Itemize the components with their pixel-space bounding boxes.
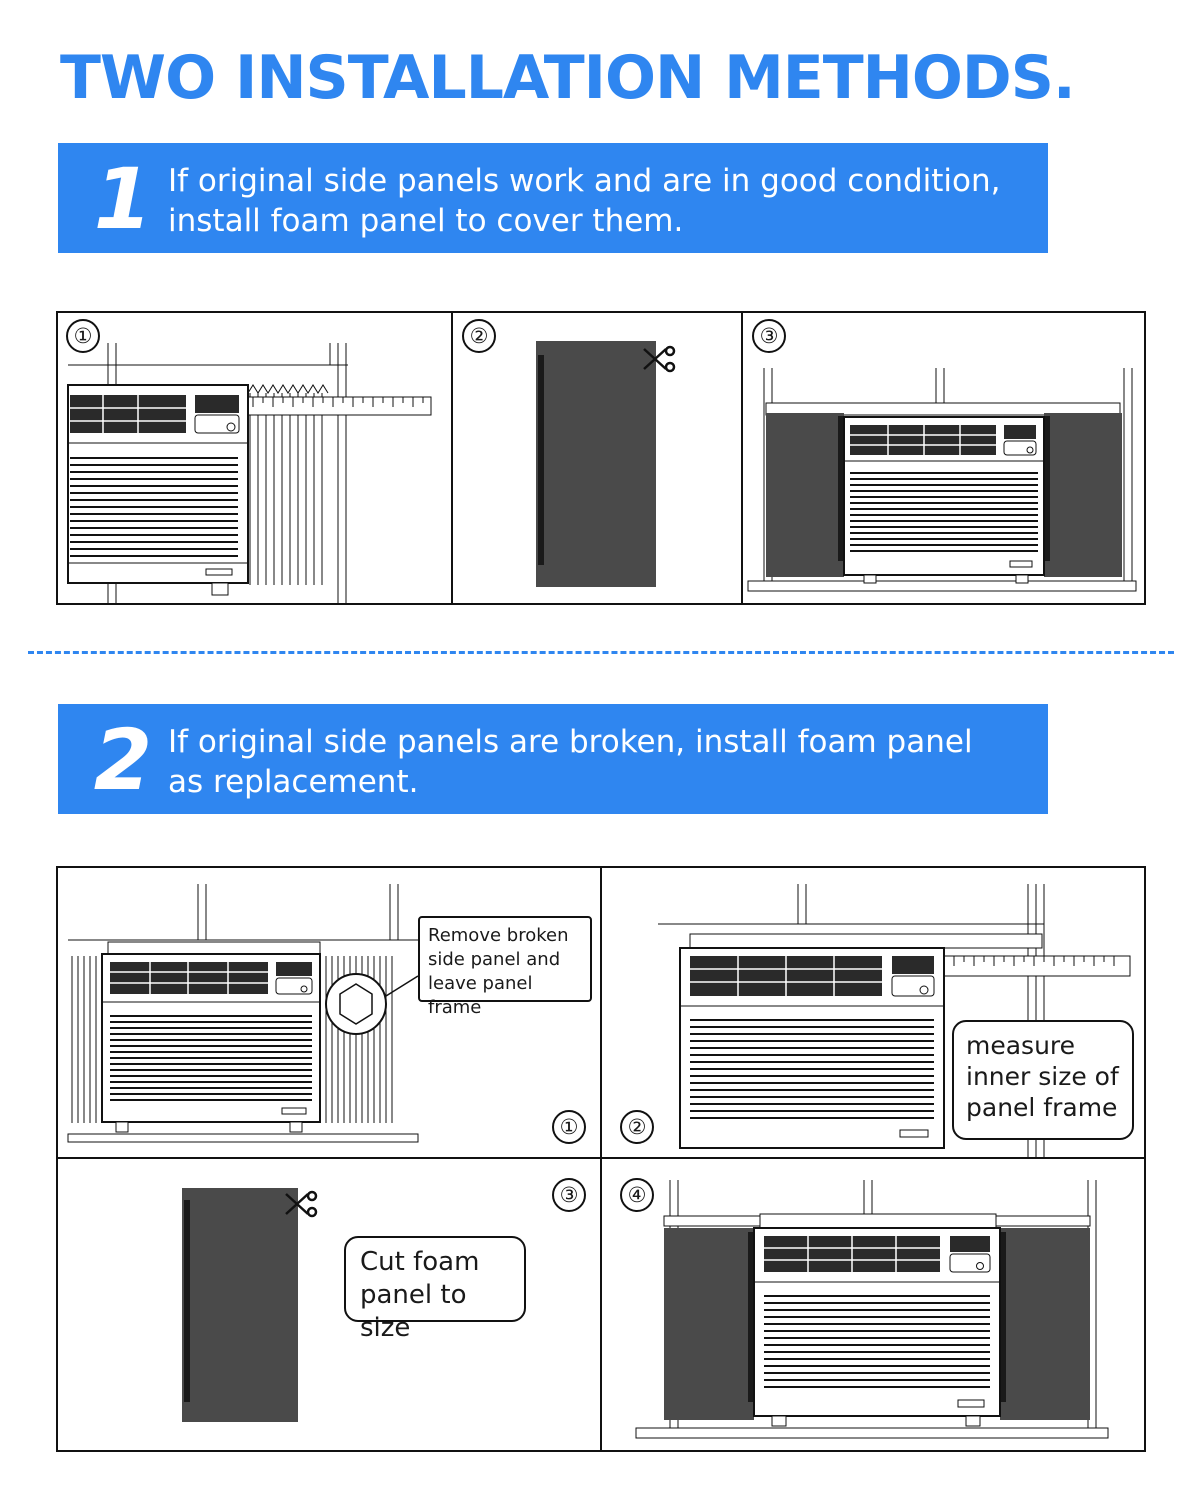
- method-1-steps-row: ① ② ③: [56, 311, 1146, 605]
- foam-panel-illustration: [182, 1188, 318, 1422]
- method-1-line-2: install foam panel to cover them.: [168, 203, 684, 239]
- method-2-text: If original side panels are broken, inst…: [168, 722, 973, 802]
- scissors-icon: [285, 1190, 318, 1218]
- method-2-line-2: as replacement.: [168, 764, 419, 800]
- ruler-icon: [242, 396, 432, 416]
- method-1-text: If original side panels work and are in …: [168, 161, 1001, 241]
- section-divider: [28, 651, 1174, 654]
- method-2-banner: 2 If original side panels are broken, in…: [58, 704, 1048, 814]
- step-1-illustration: [67, 343, 432, 603]
- ruler-icon: [943, 955, 1131, 977]
- air-conditioner-illustration: [753, 1213, 1001, 1427]
- callout-measure-line-2: inner size of: [966, 1062, 1119, 1091]
- callout-measure-line-1: measure: [966, 1031, 1076, 1060]
- method-2-step-1-number: ①: [552, 1110, 586, 1144]
- method-2-line-1: If original side panels are broken, inst…: [168, 724, 973, 760]
- callout-measure-line-3: panel frame: [966, 1093, 1118, 1122]
- scissors-icon: [643, 345, 676, 373]
- callout-remove-line-3: leave panel frame: [428, 973, 533, 1018]
- callout-cut-foam: Cut foam panel to size: [344, 1236, 526, 1343]
- foam-panel-illustration: [536, 341, 676, 587]
- step-2-illustration: [658, 884, 1131, 1158]
- callout-measure-frame: measure inner size of panel frame: [952, 1020, 1134, 1140]
- air-conditioner-illustration: [67, 384, 249, 596]
- method-2-steps-grid: ① ② ③ ④ Remove broken side panel and lea…: [56, 866, 1146, 1452]
- magnifier-icon: [325, 973, 419, 1035]
- callout-cut-line-1: Cut foam: [360, 1247, 480, 1277]
- method-1-line-1: If original side panels work and are in …: [168, 163, 1001, 199]
- step-1-illustration: [67, 884, 419, 1143]
- method-1-illustrations: [67, 313, 1137, 603]
- callout-remove-line-2: side panel and: [428, 949, 561, 970]
- callout-remove-broken-panel: Remove broken side panel and leave panel…: [418, 916, 592, 1018]
- callout-remove-line-1: Remove broken: [428, 925, 569, 946]
- step-3-illustration: [747, 368, 1137, 592]
- page-title: TWO INSTALLATION METHODS.: [60, 43, 1076, 113]
- method-1-step-2-number: ②: [462, 319, 496, 353]
- step-4-illustration: [635, 1180, 1109, 1439]
- air-conditioner-illustration: [101, 941, 321, 1133]
- method-1-step-3-number: ③: [752, 319, 786, 353]
- method-2-step-3-number: ③: [552, 1178, 586, 1212]
- method-1-step-1-number: ①: [66, 319, 100, 353]
- method-1-number: 1: [93, 150, 153, 248]
- method-2-step-2-number: ②: [620, 1110, 654, 1144]
- method-1-banner: 1 If original side panels work and are i…: [58, 143, 1048, 253]
- method-2-number: 2: [93, 711, 153, 809]
- callout-cut-line-2: panel to size: [360, 1280, 467, 1343]
- method-2-illustrations: [58, 868, 1144, 1450]
- air-conditioner-illustration: [679, 947, 945, 1149]
- method-2-step-4-number: ④: [620, 1178, 654, 1212]
- air-conditioner-illustration: [843, 416, 1045, 584]
